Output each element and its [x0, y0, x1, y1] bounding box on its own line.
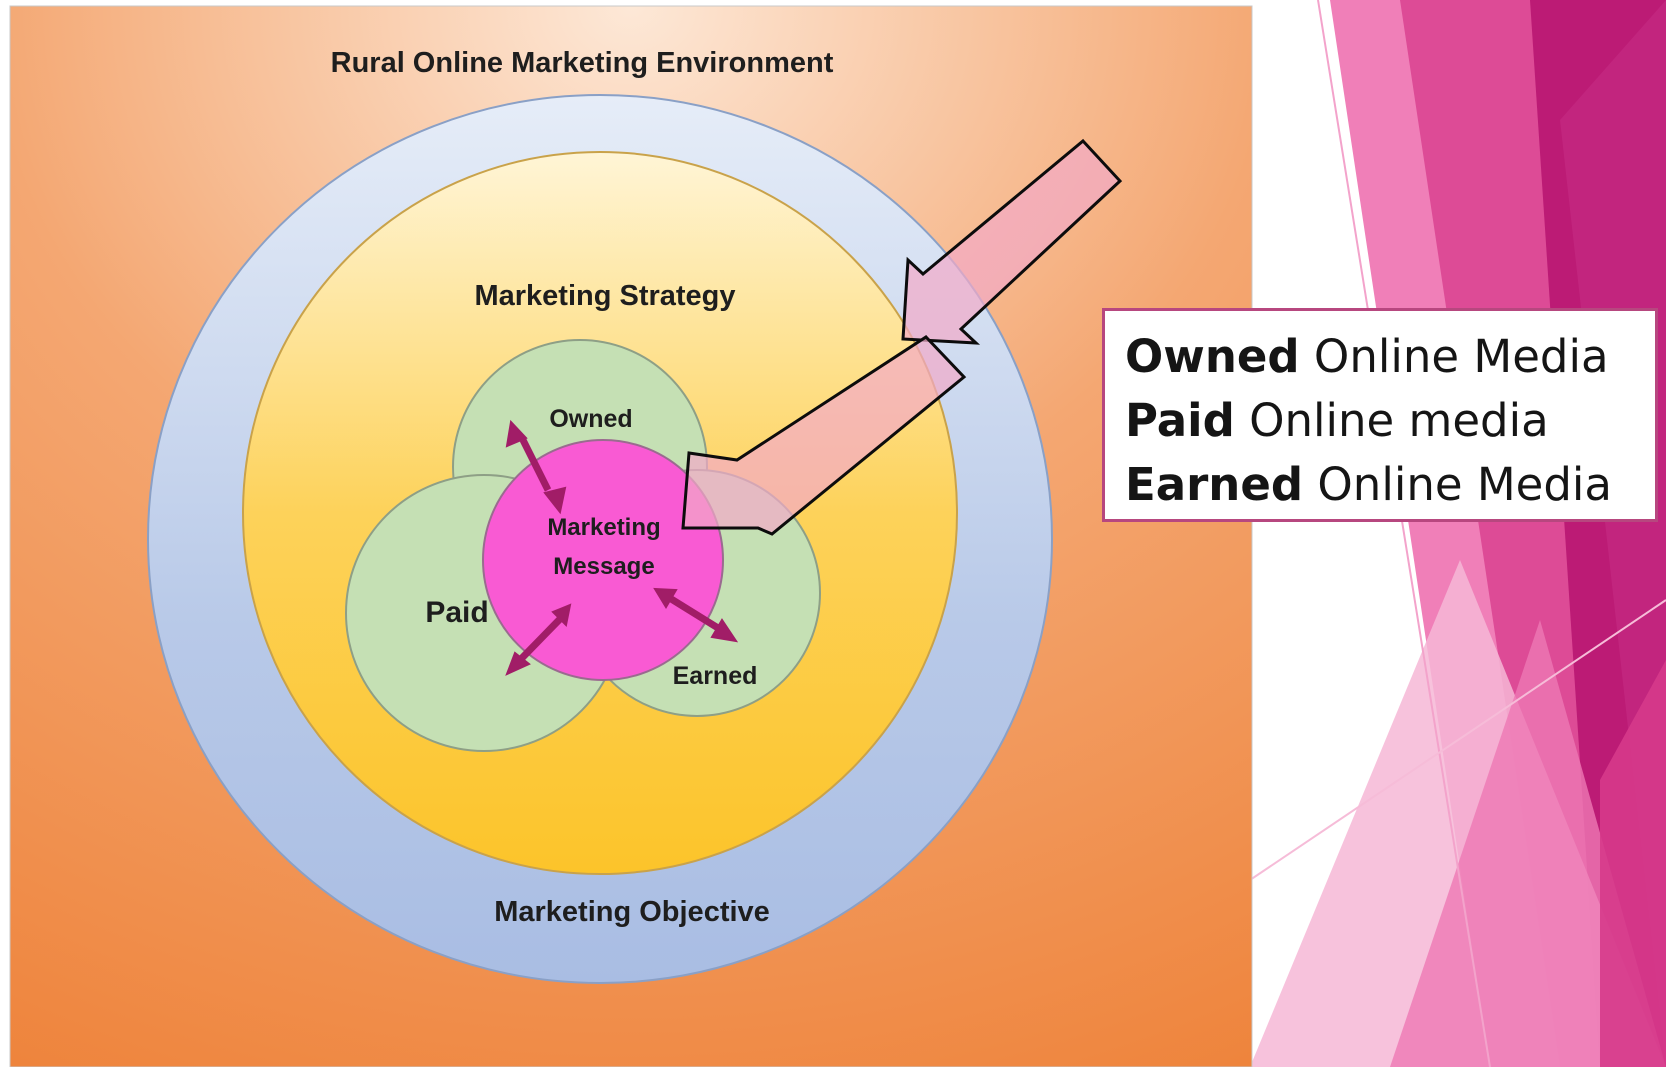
message-label-line2: Message	[553, 553, 654, 580]
earned-label: Earned	[673, 662, 758, 690]
owned-label: Owned	[549, 405, 632, 433]
legend-item-paid-rest: Online media	[1234, 394, 1549, 447]
earned-double-arrow	[653, 587, 739, 643]
message-circle	[482, 439, 724, 681]
paid-label: Paid	[425, 596, 488, 629]
theme-decoration	[1249, 0, 1666, 1067]
legend-item-owned: Owned Online Media	[1125, 325, 1655, 389]
media-types-legend: Owned Online Media Paid Online media Ear…	[1102, 308, 1658, 522]
legend-item-earned-bold: Earned	[1125, 458, 1304, 511]
paid-double-arrow	[505, 603, 572, 676]
message-label-line1: Marketing	[547, 514, 660, 541]
pointer-arrow-upper	[901, 138, 1123, 345]
legend-item-paid: Paid Online media	[1125, 389, 1655, 453]
objective-label: Marketing Objective	[494, 896, 770, 928]
legend-item-earned: Earned Online Media	[1125, 453, 1655, 517]
legend-item-owned-bold: Owned	[1125, 330, 1300, 383]
legend-item-earned-rest: Online Media	[1303, 458, 1612, 511]
legend-item-paid-bold: Paid	[1125, 394, 1235, 447]
legend-item-owned-rest: Online Media	[1299, 330, 1609, 383]
environment-label: Rural Online Marketing Environment	[331, 47, 834, 79]
pointer-arrow-lower	[681, 335, 967, 536]
strategy-label: Marketing Strategy	[474, 280, 735, 312]
owned-double-arrow	[505, 419, 567, 515]
